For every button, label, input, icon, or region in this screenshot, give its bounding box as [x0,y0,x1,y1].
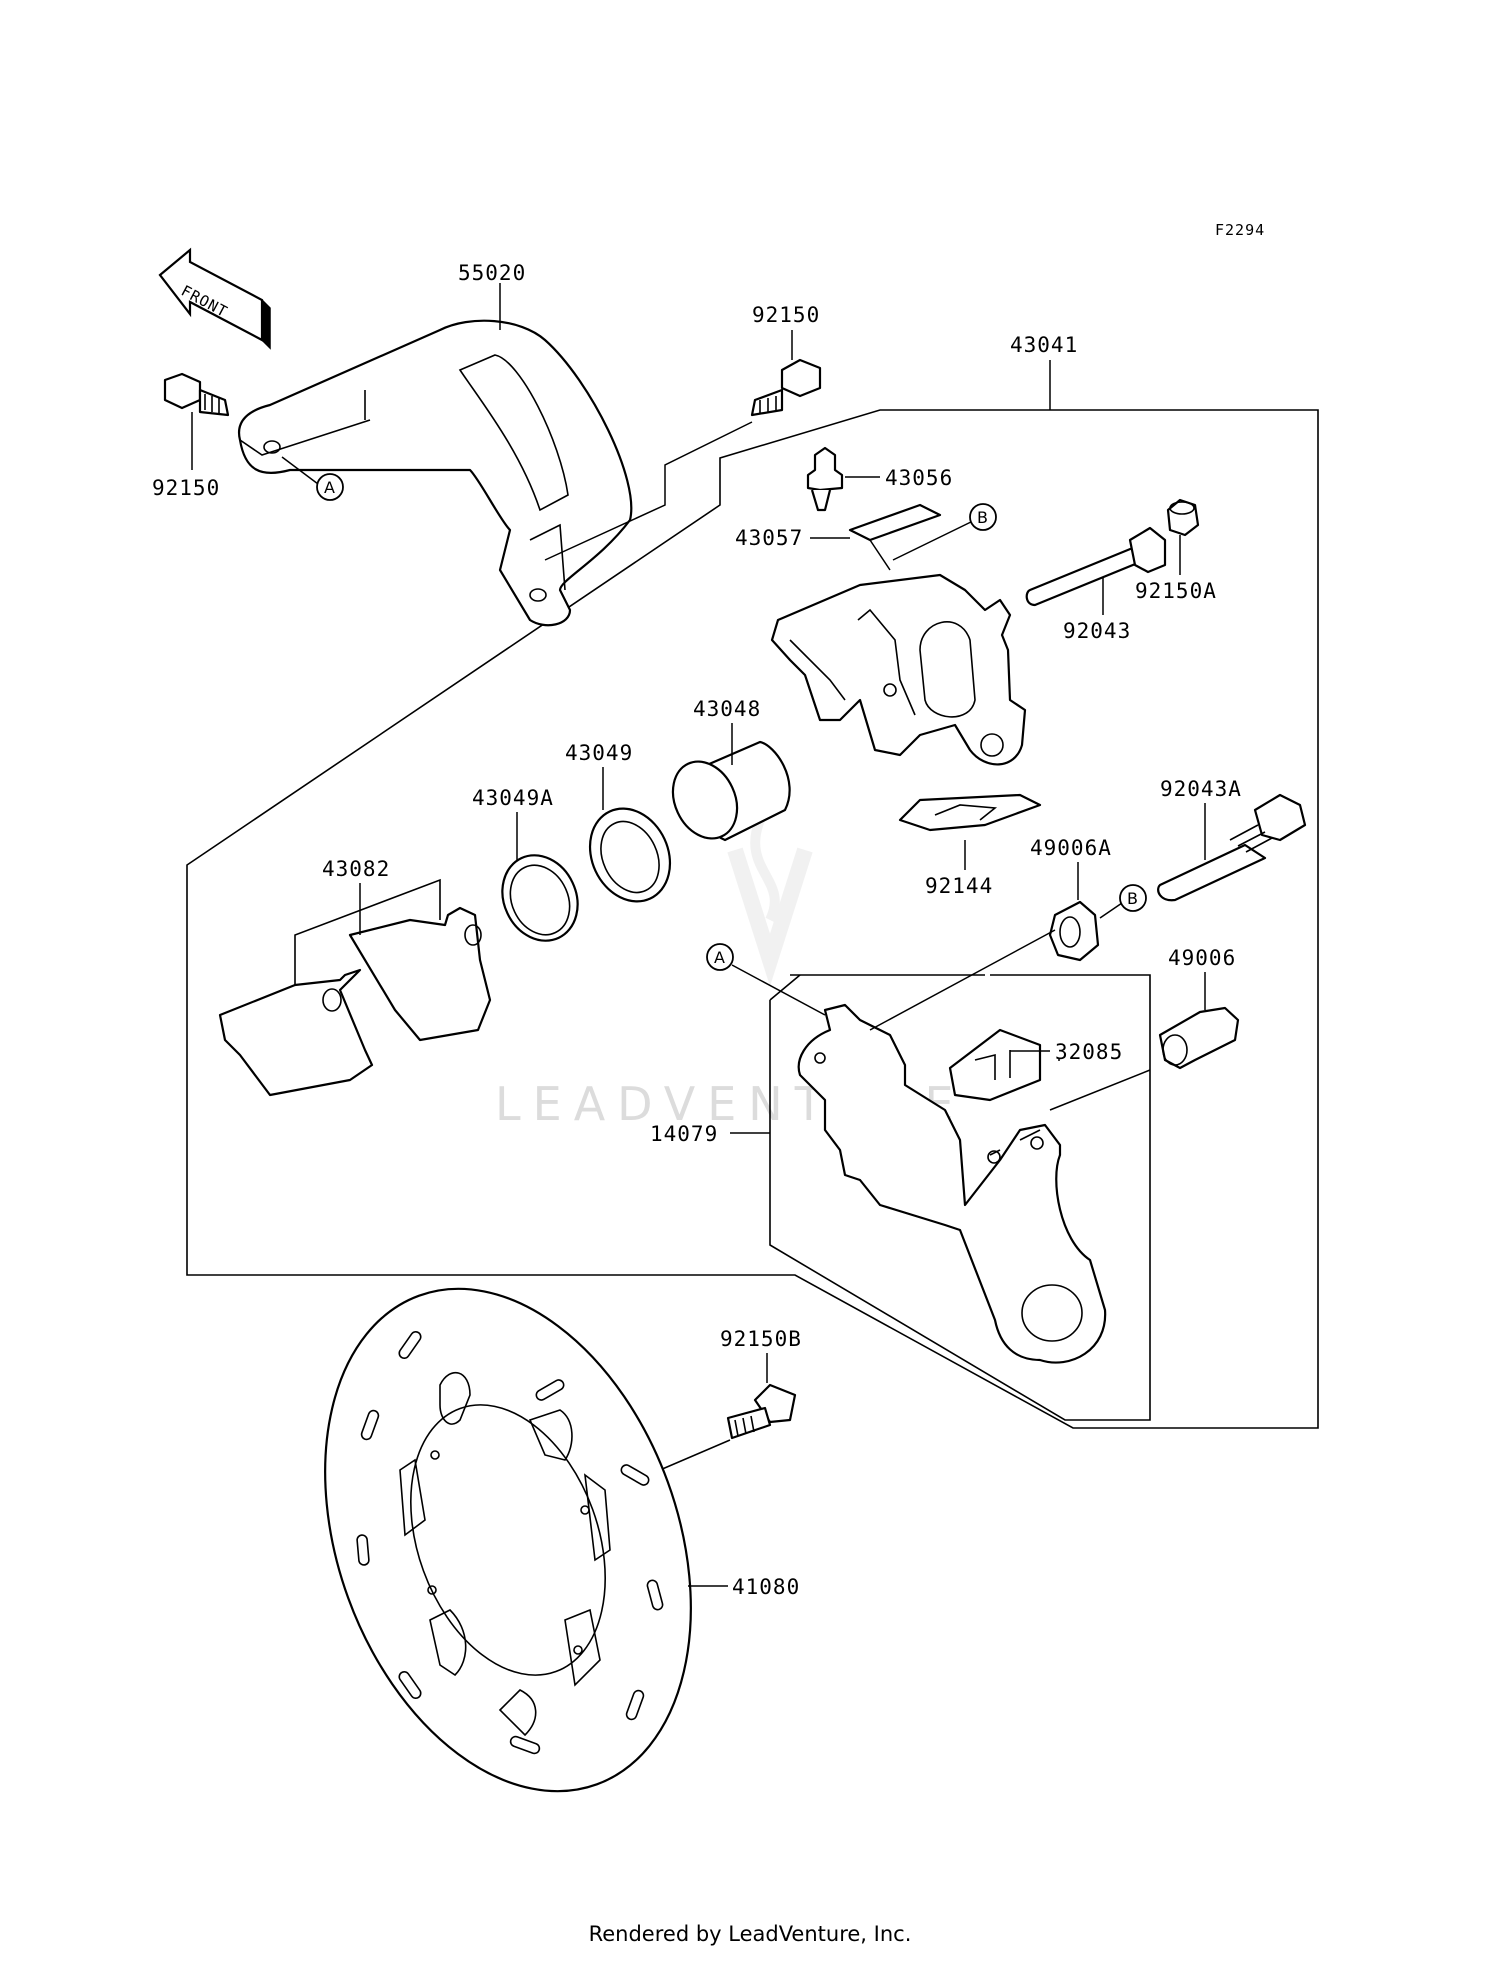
label-92150B: 92150B [720,1327,802,1351]
label-92150-left: 92150 [152,476,220,500]
label-43057: 43057 [735,526,803,550]
brake-pads-43082 [218,878,492,1097]
diagram-code: F2294 [1215,221,1265,239]
brake-rotor-41080 [324,1287,692,1793]
label-43056: 43056 [885,466,953,490]
label-43049A: 43049A [472,786,554,810]
bolt-92150-left [163,372,230,417]
label-14079: 14079 [650,1122,718,1146]
label-43049: 43049 [565,741,633,765]
seal-43049A [501,854,579,942]
label-92043: 92043 [1063,619,1131,643]
ref-marker-a-bracket: A [706,943,734,971]
front-arrow: FRONT [158,247,271,350]
label-43082: 43082 [322,857,390,881]
label-92150A: 92150A [1135,579,1217,603]
label-41080: 41080 [732,1575,800,1599]
svg-text:B: B [977,508,988,527]
label-32085: 32085 [1055,1040,1123,1064]
spring-92144 [898,793,1042,832]
caliper-guard-55020 [237,319,633,627]
caliper-body [770,573,1027,766]
ref-marker-b-pin: B [1119,884,1147,912]
watermark-logo [727,818,813,987]
screw-92150B [726,1383,797,1440]
label-43048: 43048 [693,697,761,721]
bleeder-43056 [806,446,844,512]
label-92043A: 92043A [1160,777,1242,801]
leader-bolt-to-guard [544,421,753,561]
ref-marker-a-guard: A [316,473,344,501]
label-49006A: 49006A [1030,836,1112,860]
boot-49006A [1048,900,1100,962]
svg-text:B: B [1127,889,1138,908]
seal-43049 [588,807,672,903]
pin-92043 [1025,526,1167,607]
footer-credit: Rendered by LeadVenture, Inc. [588,1922,912,1946]
boot-49006 [1158,1006,1240,1070]
assembly-frame-43041 [186,409,1319,1429]
pin-92043A [1157,793,1307,902]
piston-43048 [671,740,791,842]
svg-text:A: A [714,948,725,967]
label-55020: 55020 [458,261,526,285]
subassembly-frame-14079 [769,974,1151,1421]
label-92144: 92144 [925,874,993,898]
ref-marker-b-caliper: B [969,503,997,531]
cap-43057 [848,503,942,542]
bolt-92150-top [750,358,822,417]
cap-92150A [1166,498,1200,537]
label-92150-top: 92150 [752,303,820,327]
clip-32085 [948,1028,1042,1102]
label-43041: 43041 [1010,333,1078,357]
caliper-bracket-14079 [797,1003,1107,1364]
svg-text:A: A [324,478,335,497]
label-49006: 49006 [1168,946,1236,970]
